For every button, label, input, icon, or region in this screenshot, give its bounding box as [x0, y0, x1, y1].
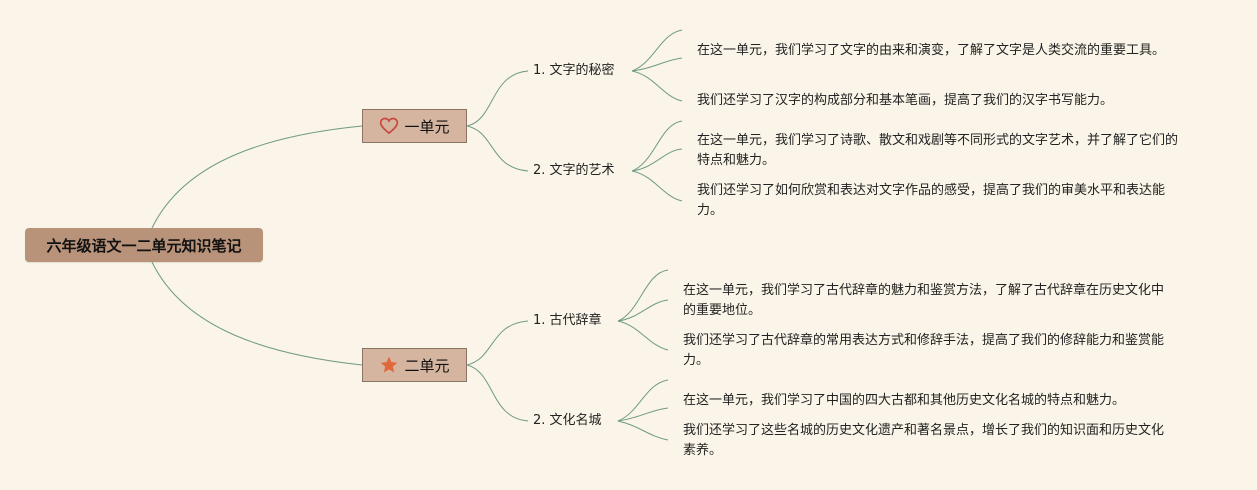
connector-unit1-topic2 — [466, 125, 529, 172]
note-2-1-2[interactable]: 我们还学习了古代辞章的常用表达方式和修辞手法，提高了我们的修辞能力和鉴赏能力。 — [683, 333, 1165, 368]
root-node[interactable]: 六年级语文一二单元知识笔记 — [25, 228, 263, 262]
connector-unit1-topic1 — [466, 70, 529, 127]
note-2-2-1[interactable]: 在这一单元，我们学习了中国的四大古都和其他历史文化名城的特点和魅力。 — [683, 393, 1126, 408]
note-2-1-1[interactable]: 在这一单元，我们学习了古代辞章的魅力和鉴赏方法，了解了古代辞章在历史文化中的重要… — [683, 283, 1165, 318]
unit-label-2: 二单元 — [404, 356, 450, 375]
root-label: 六年级语文一二单元知识笔记 — [46, 236, 242, 255]
connector-unit2-topic1 — [466, 320, 529, 366]
note-2-2-2[interactable]: 我们还学习了这些名城的历史文化遗产和著名景点，增长了我们的知识面和历史文化素养。 — [683, 423, 1165, 458]
unit-label-1: 一单元 — [404, 117, 450, 136]
topic-node-1-2[interactable]: 2. 文字的艺术 — [533, 163, 615, 178]
unit-node-1[interactable]: 一单元 — [362, 109, 467, 143]
connector-root-unit1 — [151, 125, 363, 229]
heart-icon — [379, 116, 399, 136]
note-1-2-1[interactable]: 在这一单元，我们学习了诗歌、散文和戏剧等不同形式的文字艺术，并了解了它们的特点和… — [697, 133, 1179, 168]
topic-node-2-1[interactable]: 1. 古代辞章 — [533, 313, 602, 328]
star-icon — [379, 355, 399, 375]
connector-unit2-topic2 — [466, 364, 529, 422]
note-1-2-2[interactable]: 我们还学习了如何欣赏和表达对文字作品的感受，提高了我们的审美水平和表达能力。 — [697, 183, 1166, 218]
connector-root-unit2 — [151, 261, 363, 366]
note-1-1-1[interactable]: 在这一单元，我们学习了文字的由来和演变，了解了文字是人类交流的重要工具。 — [697, 43, 1166, 58]
unit-node-2[interactable]: 二单元 — [362, 348, 467, 382]
topic-node-1-1[interactable]: 1. 文字的秘密 — [533, 63, 615, 78]
topic-node-2-2[interactable]: 2. 文化名城 — [533, 413, 602, 428]
note-1-1-2[interactable]: 我们还学习了汉字的构成部分和基本笔画，提高了我们的汉字书写能力。 — [697, 93, 1114, 108]
